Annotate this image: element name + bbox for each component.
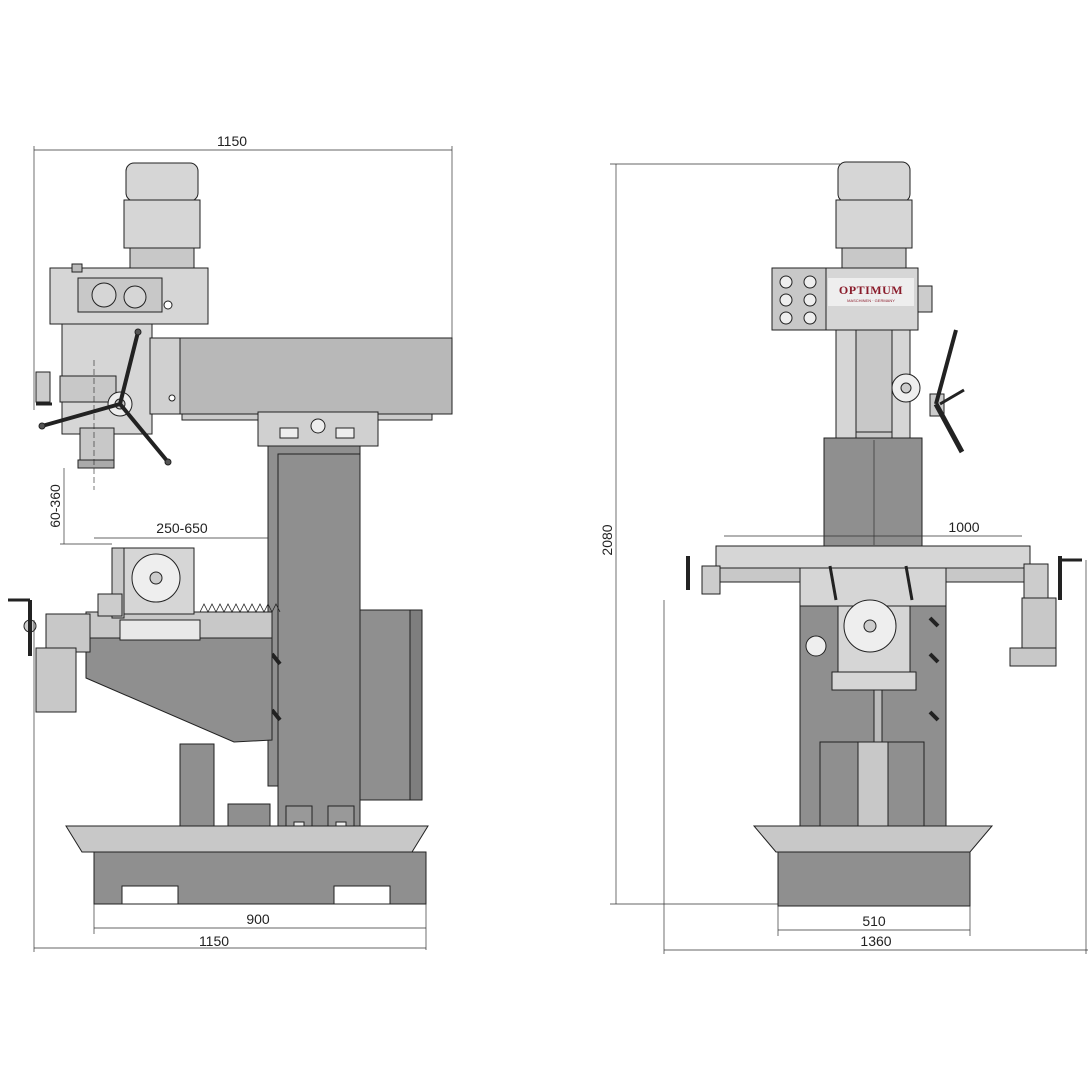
dim-base-inner-label: 900 bbox=[246, 911, 270, 927]
side-head bbox=[35, 263, 209, 490]
side-motor bbox=[123, 162, 201, 269]
side-view: 1150 bbox=[8, 133, 453, 952]
dim-table-length: 1000 bbox=[724, 519, 1022, 537]
dim-vertical-travel-label: 60-360 bbox=[47, 484, 63, 528]
front-table bbox=[686, 545, 1082, 667]
dim-base-outer-label: 1150 bbox=[199, 933, 229, 949]
front-base bbox=[752, 825, 994, 907]
dim-vertical-travel: 60-360 bbox=[47, 468, 112, 545]
brand-logo: OPTIMUM bbox=[839, 283, 903, 297]
side-column bbox=[267, 445, 423, 855]
front-motor bbox=[835, 161, 913, 269]
dim-overall-width: 1360 bbox=[663, 560, 1088, 954]
side-ram bbox=[149, 337, 453, 447]
dim-table-length-label: 1000 bbox=[948, 519, 979, 535]
dim-height: 2080 bbox=[599, 163, 840, 905]
side-knee bbox=[8, 547, 281, 827]
dim-base-width-label: 510 bbox=[862, 913, 886, 929]
dim-base-inner: 900 bbox=[93, 904, 427, 950]
dim-base-width: 510 bbox=[777, 906, 971, 936]
front-column bbox=[823, 437, 923, 547]
side-base bbox=[65, 825, 429, 905]
front-view: 2080 OPTIMUM MASCHINEN · GERMANY bbox=[599, 161, 1088, 954]
dim-top-width-label: 1150 bbox=[217, 133, 247, 149]
front-head: OPTIMUM MASCHINEN · GERMANY bbox=[771, 267, 965, 467]
brand-logo-subtitle: MASCHINEN · GERMANY bbox=[847, 298, 895, 303]
dim-height-label: 2080 bbox=[599, 524, 615, 555]
dim-horizontal-travel: 250-650 bbox=[94, 520, 268, 539]
dim-base-outer: 1150 bbox=[33, 620, 426, 952]
front-knee bbox=[799, 599, 947, 827]
dim-top-width: 1150 bbox=[33, 133, 453, 410]
dim-overall-width-label: 1360 bbox=[860, 933, 891, 949]
dim-horizontal-travel-label: 250-650 bbox=[156, 520, 208, 536]
